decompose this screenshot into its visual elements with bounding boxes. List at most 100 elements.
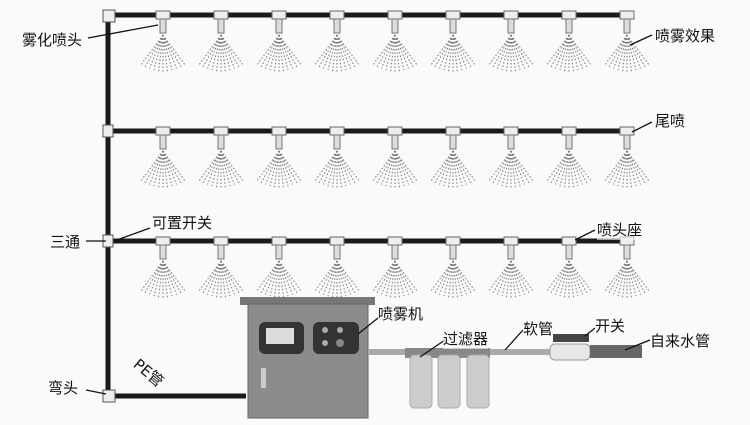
nozzle-stem bbox=[507, 18, 515, 34]
leader-lines bbox=[85, 24, 653, 395]
spray-mist bbox=[430, 260, 476, 299]
nozzle-seat bbox=[213, 10, 229, 20]
nozzle-stem bbox=[391, 134, 399, 150]
nozzle-group bbox=[140, 10, 650, 299]
nozzle-stem bbox=[159, 244, 167, 260]
nozzle bbox=[314, 10, 360, 73]
nozzle bbox=[604, 10, 650, 73]
spray-mist bbox=[198, 260, 244, 299]
nozzle-stem bbox=[565, 134, 573, 150]
nozzle bbox=[604, 126, 650, 189]
nozzle bbox=[372, 10, 418, 73]
nozzle bbox=[314, 236, 360, 299]
nozzle-seat bbox=[329, 10, 345, 20]
nozzle-stem bbox=[333, 244, 341, 260]
nozzle-seat bbox=[503, 126, 519, 136]
valve-handle[interactable] bbox=[553, 334, 589, 342]
spray-mist bbox=[314, 150, 360, 189]
nozzle bbox=[256, 236, 302, 299]
label-optional-switch: 可置开关 bbox=[152, 212, 213, 233]
nozzle-stem bbox=[507, 244, 515, 260]
nozzle-seat bbox=[503, 236, 519, 246]
nozzle bbox=[198, 126, 244, 189]
nozzle-seat bbox=[329, 126, 345, 136]
nozzle-seat bbox=[155, 236, 171, 246]
nozzle bbox=[314, 126, 360, 189]
label-tap-water-pipe: 自来水管 bbox=[650, 330, 711, 351]
nozzle-stem bbox=[449, 244, 457, 260]
water-line bbox=[368, 334, 642, 409]
elbow-fitting bbox=[102, 389, 116, 403]
nozzle-seat bbox=[561, 236, 577, 246]
nozzle-seat bbox=[445, 236, 461, 246]
spray-mist bbox=[430, 150, 476, 189]
spray-mist bbox=[140, 150, 186, 189]
filter-canister-3 bbox=[466, 354, 490, 409]
nozzle-stem bbox=[333, 134, 341, 150]
spray-mist bbox=[256, 34, 302, 73]
spray-mist bbox=[488, 150, 534, 189]
nozzle-stem bbox=[623, 134, 631, 150]
label-spray-effect: 喷雾效果 bbox=[655, 25, 716, 46]
nozzle bbox=[488, 10, 534, 73]
cabinet-body bbox=[247, 303, 369, 419]
nozzle-seat bbox=[387, 236, 403, 246]
nozzle-seat bbox=[619, 126, 635, 136]
spray-mist bbox=[256, 260, 302, 299]
nozzle bbox=[140, 236, 186, 299]
filter-canister-1 bbox=[409, 354, 433, 409]
spray-mist bbox=[546, 150, 592, 189]
spray-mist bbox=[604, 150, 650, 189]
nozzle-seat bbox=[155, 126, 171, 136]
nozzle-seat bbox=[387, 126, 403, 136]
nozzle bbox=[546, 126, 592, 189]
spray-mist bbox=[488, 260, 534, 299]
spray-mist bbox=[372, 150, 418, 189]
nozzle-stem bbox=[449, 134, 457, 150]
filter-head bbox=[405, 348, 490, 358]
tee-fitting-2 bbox=[102, 124, 114, 138]
nozzle-stem bbox=[275, 134, 283, 150]
nozzle bbox=[430, 10, 476, 73]
label-elbow: 弯头 bbox=[48, 377, 79, 398]
spray-mist bbox=[198, 34, 244, 73]
nozzle bbox=[372, 236, 418, 299]
nozzle-stem bbox=[507, 134, 515, 150]
label-atomizing-nozzle: 雾化喷头 bbox=[22, 29, 83, 50]
nozzle bbox=[198, 10, 244, 73]
label-nozzle-seat: 喷头座 bbox=[597, 219, 643, 240]
nozzle-seat bbox=[445, 10, 461, 20]
control-screen bbox=[266, 328, 294, 344]
nozzle-stem bbox=[565, 244, 573, 260]
nozzle-stem bbox=[565, 18, 573, 34]
nozzle-stem bbox=[159, 134, 167, 150]
nozzle-stem bbox=[217, 244, 225, 260]
filter-canister-2 bbox=[437, 354, 461, 409]
mist-machine-cabinet bbox=[240, 297, 375, 419]
spray-mist bbox=[546, 260, 592, 299]
nozzle-seat bbox=[561, 10, 577, 20]
nozzle-seat bbox=[619, 10, 635, 20]
button-panel bbox=[313, 322, 359, 354]
nozzle-stem bbox=[449, 18, 457, 34]
nozzle bbox=[488, 126, 534, 189]
nozzle bbox=[140, 10, 186, 73]
cabinet-roof bbox=[240, 297, 375, 305]
spray-mist bbox=[604, 34, 650, 73]
spray-mist bbox=[372, 260, 418, 299]
spray-mist bbox=[140, 34, 186, 73]
label-mist-machine: 喷雾机 bbox=[378, 303, 424, 324]
nozzle bbox=[140, 126, 186, 189]
nozzle-stem bbox=[391, 18, 399, 34]
spray-mist bbox=[314, 34, 360, 73]
spray-mist bbox=[430, 34, 476, 73]
nozzle-stem bbox=[217, 18, 225, 34]
nozzle bbox=[198, 236, 244, 299]
label-switch: 开关 bbox=[595, 315, 626, 336]
nozzle-stem bbox=[159, 18, 167, 34]
nozzle bbox=[372, 126, 418, 189]
nozzle-stem bbox=[275, 244, 283, 260]
nozzle bbox=[256, 10, 302, 73]
nozzle-seat bbox=[155, 10, 171, 20]
